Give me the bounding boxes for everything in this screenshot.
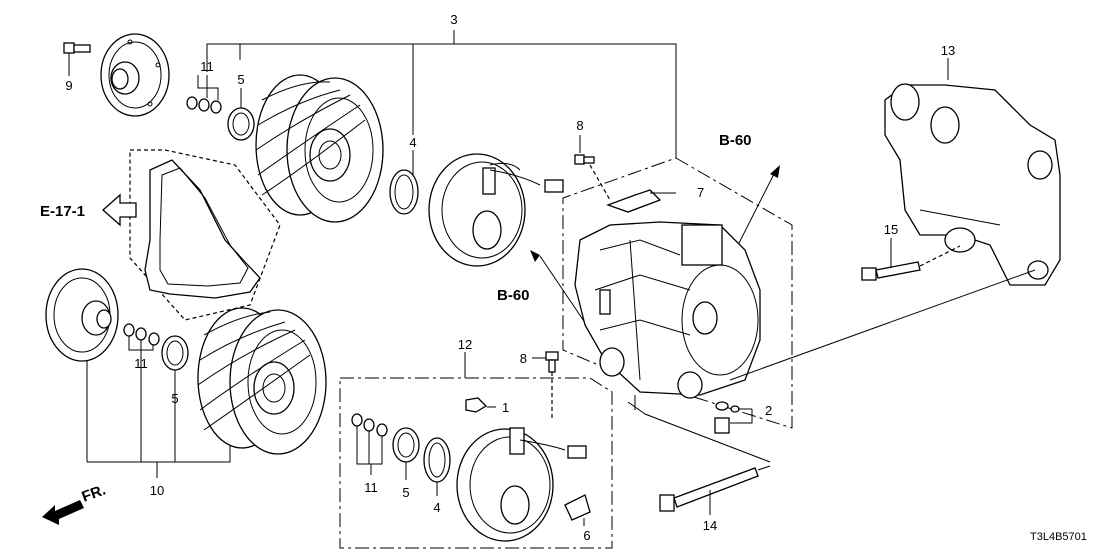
bolt-8-bottom — [532, 351, 559, 420]
label-14: 14 — [703, 518, 717, 533]
label-9: 9 — [65, 78, 72, 93]
clutch-plate-bottom — [45, 268, 119, 462]
pulley-top — [255, 74, 384, 223]
diagram-code: T3L4B5701 — [1030, 531, 1087, 543]
label-6: 6 — [583, 528, 590, 543]
label-4-kit: 4 — [433, 500, 440, 515]
label-7: 7 — [697, 185, 704, 200]
fitting-1 — [465, 397, 496, 413]
kit-12-box — [339, 352, 613, 549]
snap-ring-5-bottom — [161, 335, 189, 462]
snap-ring-5-kit — [392, 427, 420, 480]
label-10: 10 — [150, 483, 164, 498]
washers-11-kit — [351, 413, 388, 475]
ref-e17: E-17-1 — [40, 203, 85, 220]
label-12: 12 — [458, 337, 472, 352]
drive-belt — [129, 149, 281, 321]
bracket-group-10 — [87, 445, 231, 478]
pulley-bottom — [197, 307, 327, 455]
compressor-body — [574, 221, 761, 399]
label-8-bottom: 8 — [520, 351, 527, 366]
bracket-7 — [606, 189, 676, 213]
clutch-plate-top — [100, 33, 170, 117]
reference-labels: B-60 B-60 E-17-1 FR. T3L4B5701 — [40, 132, 1087, 543]
connector-lines — [627, 269, 1036, 463]
label-4-top: 4 — [409, 135, 416, 150]
label-5-bottom: 5 — [171, 391, 178, 406]
label-1: 1 — [502, 400, 509, 415]
label-3: 3 — [450, 12, 457, 27]
label-13: 13 — [941, 43, 955, 58]
washers-11-bottom — [123, 323, 160, 462]
label-8-top: 8 — [576, 118, 583, 133]
compressor-group-box — [562, 157, 793, 429]
label-5-kit: 5 — [402, 485, 409, 500]
bolt-9 — [63, 42, 91, 76]
label-5-top: 5 — [237, 72, 244, 87]
label-11-top: 11 — [200, 59, 214, 74]
field-coil-top — [428, 153, 564, 267]
label-2: 2 — [765, 403, 772, 418]
ref-fr: FR. — [80, 482, 109, 506]
label-11-kit: 11 — [364, 480, 378, 495]
snap-ring-4-top — [389, 150, 419, 215]
washers-11-top — [186, 75, 222, 114]
bolt-15 — [861, 238, 961, 281]
bolt-8-top — [574, 135, 611, 201]
bolt-14 — [659, 465, 771, 515]
fitting-2 — [714, 401, 753, 434]
e17-arrow — [102, 193, 137, 227]
label-11-bottom: 11 — [134, 356, 148, 371]
mounting-bracket-13 — [884, 58, 1061, 286]
snap-ring-5-top — [227, 88, 255, 141]
snap-ring-4-kit — [423, 437, 451, 496]
bracket-group-3 — [206, 30, 677, 158]
ref-b60-mid: B-60 — [497, 287, 530, 304]
part-labels: 3 13 11 5 9 8 4 7 15 12 8 11 5 1 2 11 10… — [65, 12, 955, 543]
label-15: 15 — [884, 222, 898, 237]
field-coil-kit — [456, 427, 591, 542]
ref-b60-top: B-60 — [719, 132, 752, 149]
front-arrow — [42, 500, 84, 525]
